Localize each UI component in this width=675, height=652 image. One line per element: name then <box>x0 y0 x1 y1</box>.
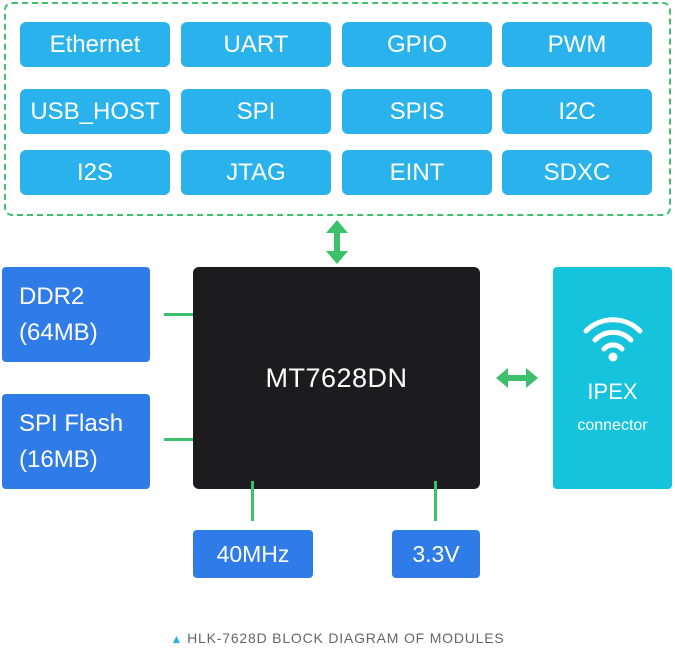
wifi-icon <box>583 317 643 362</box>
chip-label: MT7628DN <box>265 362 408 393</box>
bus-double-arrow-icon <box>326 220 348 264</box>
power-3v3-block: 3.3V <box>392 530 480 578</box>
ddr2-size: (64MB) <box>19 319 98 346</box>
clock-label: 40MHz <box>216 540 290 567</box>
mt7628dn-chip: MT7628DN <box>193 267 480 489</box>
ipex-title: IPEX <box>587 379 638 404</box>
spi-flash-label: SPI Flash <box>19 410 124 437</box>
interface-uart: UART <box>181 22 331 67</box>
spi-flash-connector-line <box>164 438 201 441</box>
ddr2-label: DDR2 <box>19 283 85 310</box>
ddr2-block: DDR2 (64MB) <box>2 267 150 362</box>
rf-double-arrow-icon <box>496 368 538 388</box>
power-connector-line <box>434 481 437 521</box>
interface-jtag: JTAG <box>181 150 331 195</box>
interface-gpio: GPIO <box>342 22 492 67</box>
interface-i2s: I2S <box>20 150 170 195</box>
interface-ethernet: Ethernet <box>20 22 170 67</box>
triangle-up-icon: ▲ <box>170 632 184 646</box>
diagram-caption: ▲HLK-7628D BLOCK DIAGRAM OF MODULES <box>0 630 675 646</box>
interface-eint: EINT <box>342 150 492 195</box>
interface-spi: SPI <box>181 89 331 134</box>
interface-spis: SPIS <box>342 89 492 134</box>
interface-usb-host: USB_HOST <box>20 89 170 134</box>
clock-connector-line <box>251 481 254 521</box>
interface-sdxc: SDXC <box>502 150 652 195</box>
interface-i2c: I2C <box>502 89 652 134</box>
interface-group-frame <box>4 2 671 216</box>
interface-pwm: PWM <box>502 22 652 67</box>
ipex-subtitle: connector <box>577 417 648 434</box>
caption-text: HLK-7628D BLOCK DIAGRAM OF MODULES <box>187 630 505 646</box>
power-label: 3.3V <box>412 540 460 567</box>
ipex-connector-block: IPEX connector <box>553 267 672 489</box>
spi-flash-block: SPI Flash (16MB) <box>2 394 150 489</box>
spi-flash-size: (16MB) <box>19 446 98 473</box>
clock-40mhz-block: 40MHz <box>193 530 313 578</box>
ddr2-connector-line <box>164 313 201 316</box>
